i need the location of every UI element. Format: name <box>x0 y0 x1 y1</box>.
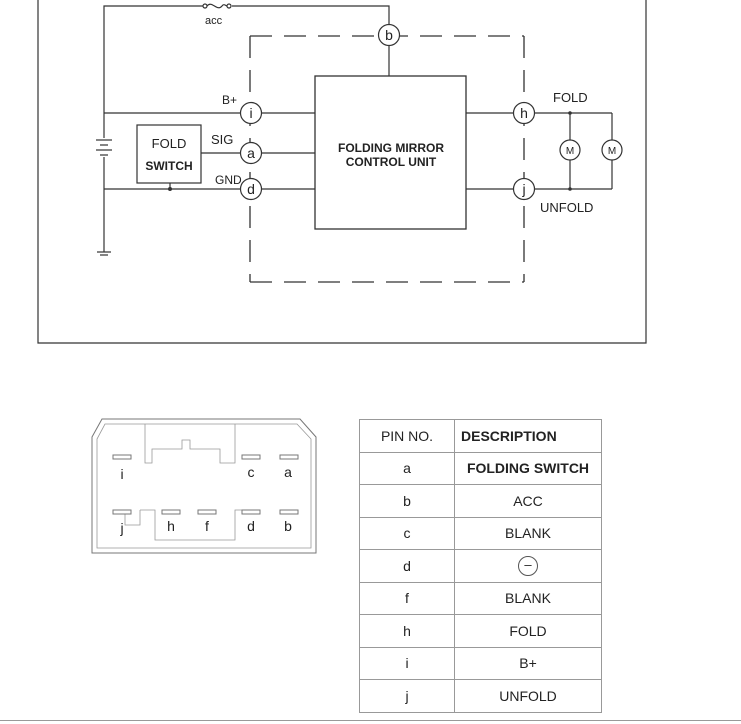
svg-text:b: b <box>385 27 393 43</box>
fuse-symbol <box>202 3 232 9</box>
description-cell: ACC <box>454 484 602 518</box>
table-row: d – <box>359 549 602 583</box>
sig-label: SIG <box>211 132 233 147</box>
svg-text:a: a <box>247 145 255 161</box>
connector-pin-a: a <box>284 464 292 480</box>
control-unit-box <box>314 75 467 230</box>
pin-cell: a <box>359 451 455 485</box>
ground-minus-icon: – <box>518 555 538 576</box>
acc-label: acc <box>205 15 223 27</box>
pin-cell: i <box>359 646 455 680</box>
pin-j-marker: j <box>512 177 536 201</box>
connector-pin-j: j <box>119 520 123 536</box>
pin-cell: c <box>359 516 455 550</box>
pin-table: PIN NO. DESCRIPTION a FOLDING SWITCH b A… <box>359 419 602 713</box>
fold-switch-label-2: SWITCH <box>145 159 192 173</box>
pin-cell: f <box>359 581 455 615</box>
schematic-frame <box>37 0 647 344</box>
pin-cell: b <box>359 484 455 518</box>
bplus-label: B+ <box>222 93 237 107</box>
wiring-schematic: acc FOLD SWITCH B+ SIG GND b i a <box>37 0 647 344</box>
table-row: f BLANK <box>359 581 602 615</box>
pin-cell: j <box>359 679 455 713</box>
connector-pin-f: f <box>205 518 209 534</box>
table-row: h FOLD <box>359 614 602 648</box>
svg-text:d: d <box>247 181 255 197</box>
description-cell: B+ <box>454 646 602 680</box>
table-row: j UNFOLD <box>359 679 602 713</box>
description-cell: FOLD <box>454 614 602 648</box>
unfold-label: UNFOLD <box>540 200 593 215</box>
page-divider <box>0 720 741 721</box>
connector-pin-b: b <box>284 518 292 534</box>
column-header-description: DESCRIPTION <box>454 419 602 453</box>
pin-cell: h <box>359 614 455 648</box>
ground-symbol <box>97 251 111 256</box>
battery-symbol <box>96 139 112 156</box>
column-header-pin: PIN NO. <box>359 419 455 453</box>
svg-text:h: h <box>520 105 528 121</box>
table-row: b ACC <box>359 484 602 518</box>
description-cell: BLANK <box>454 581 602 615</box>
gnd-label: GND <box>215 173 242 187</box>
pin-h-marker: h <box>512 101 536 125</box>
connector-pin-i: i <box>120 466 123 482</box>
acc-wire <box>103 5 390 113</box>
control-unit-label-1: FOLDING MIRROR <box>338 141 444 155</box>
control-unit-label-2: CONTROL UNIT <box>346 155 437 169</box>
pin-cell: d <box>359 549 455 583</box>
connector-pin-d: d <box>247 518 255 534</box>
pin-b-marker: b <box>377 23 401 47</box>
description-cell: – <box>454 549 602 583</box>
fold-switch-box <box>136 124 202 184</box>
svg-text:i: i <box>249 105 252 121</box>
table-row: a FOLDING SWITCH <box>359 451 602 485</box>
description-cell: BLANK <box>454 516 602 550</box>
svg-text:M: M <box>566 146 574 157</box>
table-row: c BLANK <box>359 516 602 550</box>
svg-text:M: M <box>608 146 616 157</box>
connector-pin-h: h <box>167 518 175 534</box>
motor-right-icon: M <box>601 139 623 161</box>
table-header-row: PIN NO. DESCRIPTION <box>359 419 602 453</box>
pin-a-marker: a <box>239 141 263 165</box>
motor-left-icon: M <box>559 139 581 161</box>
pin-d-marker: d <box>239 177 263 201</box>
table-row: i B+ <box>359 646 602 680</box>
fold-switch-label-1: FOLD <box>152 136 187 151</box>
connector-diagram: i c a j h f d b <box>91 418 317 554</box>
description-cell: FOLDING SWITCH <box>454 451 602 485</box>
connector-pin-c: c <box>248 464 255 480</box>
description-cell: UNFOLD <box>454 679 602 713</box>
svg-text:j: j <box>521 181 525 197</box>
pin-i-marker: i <box>239 101 263 125</box>
fold-label: FOLD <box>553 90 588 105</box>
